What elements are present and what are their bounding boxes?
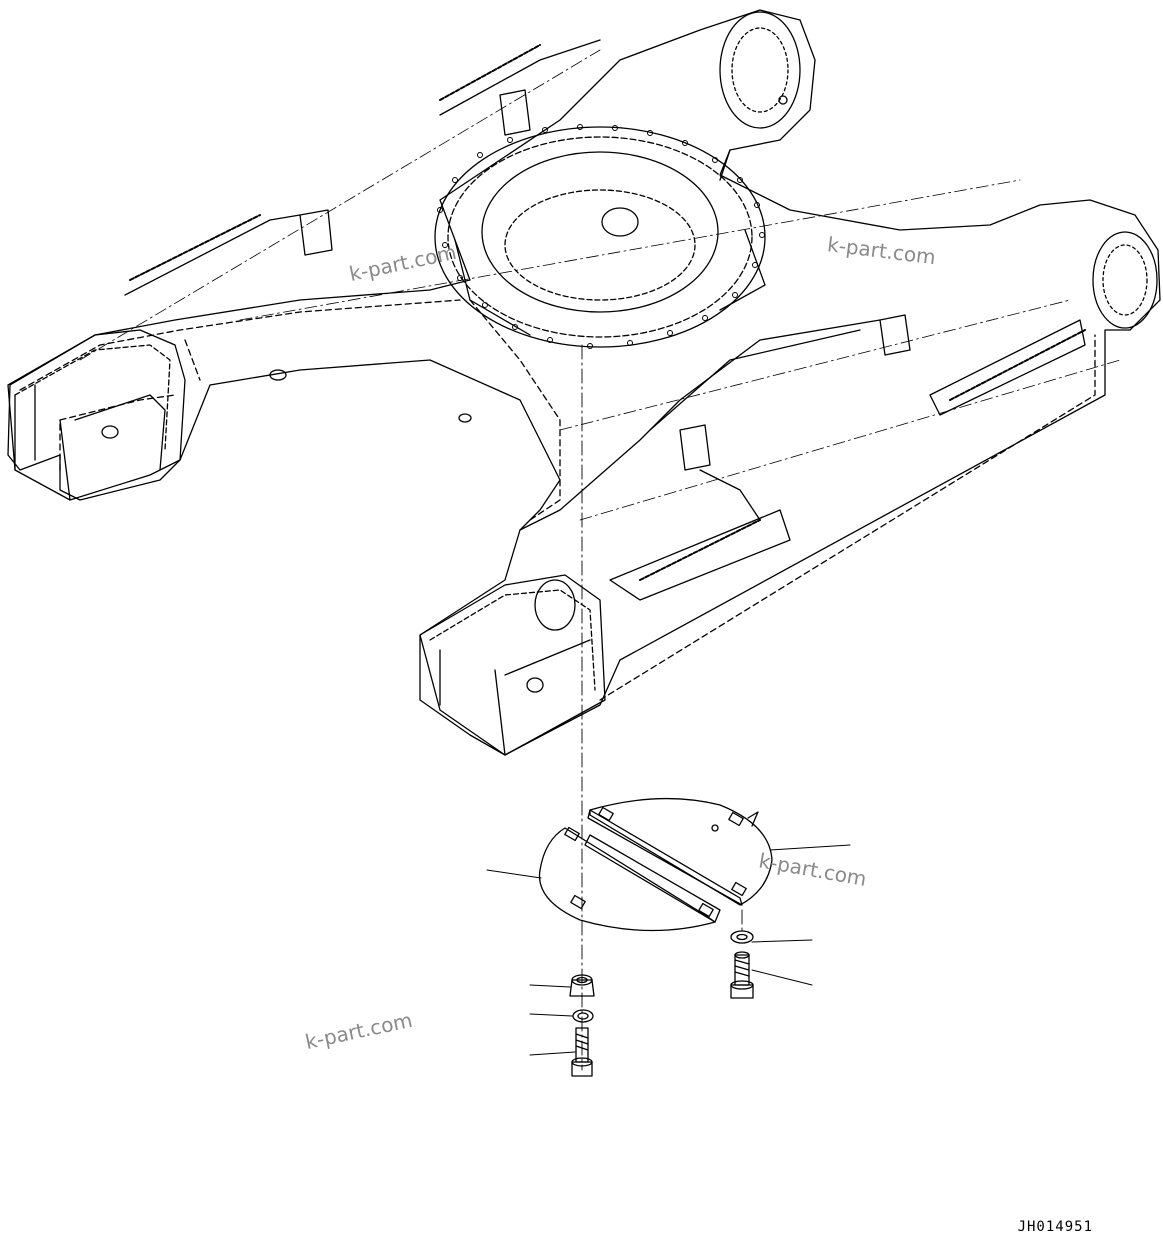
- leader-cover-plate-right: [769, 844, 851, 851]
- drawing-id-label: JH014951: [1017, 1219, 1093, 1235]
- leader-bolt-right: [751, 969, 813, 986]
- bolt-left: [571, 1027, 593, 1077]
- center-line: [581, 344, 743, 1071]
- leader-nut: [529, 984, 571, 988]
- leader-bolt-left: [529, 1051, 576, 1056]
- nut: [569, 974, 595, 997]
- cover-plate-left: [538, 826, 721, 932]
- leader-lines: [486, 844, 851, 1056]
- leader-washer-left: [529, 1013, 573, 1017]
- washer-left: [572, 1009, 594, 1023]
- cover-plate-right: [587, 797, 773, 906]
- track-frame: [7, 9, 1161, 756]
- leader-cover-plate-left: [486, 869, 542, 879]
- washer-right: [730, 930, 754, 944]
- bolt-right: [730, 951, 754, 999]
- leader-washer-right: [751, 939, 813, 943]
